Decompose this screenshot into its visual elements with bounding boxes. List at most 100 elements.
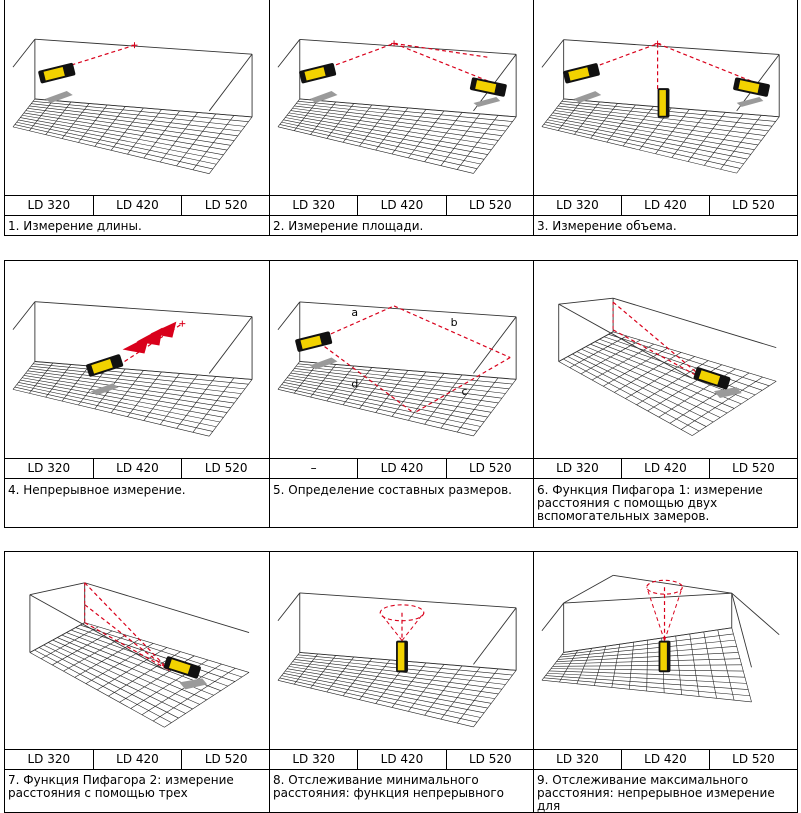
- grid-line: [31, 103, 245, 127]
- wall-edge: [558, 297, 614, 305]
- grid-line: [558, 646, 737, 660]
- grid-line: [277, 126, 474, 174]
- grid-line: [556, 652, 739, 663]
- model-cell: LD 320: [5, 196, 94, 215]
- grid-line: [603, 348, 668, 387]
- caption: 7. Функция Пифагора 2: измерение расстоя…: [8, 773, 234, 800]
- floor-grid: [277, 652, 517, 728]
- grid-line: [283, 673, 485, 714]
- laser-beam: [664, 587, 683, 641]
- model-cell: LD 320: [5, 459, 94, 478]
- grid-line: [547, 119, 748, 160]
- laser-beam: [401, 612, 425, 641]
- laser-beam: [64, 44, 135, 68]
- laser-beam: [324, 305, 395, 338]
- grid-line: [22, 377, 228, 413]
- wall-edge: [299, 652, 517, 671]
- laser-meter-icon: [563, 63, 600, 84]
- wall-edge: [208, 316, 253, 374]
- grid-line: [153, 668, 236, 722]
- model-cell: LD 520: [468, 461, 512, 475]
- grid-line: [52, 630, 113, 666]
- grid-line: [277, 388, 474, 437]
- model-cell: LD 420: [622, 196, 710, 215]
- device-display: [698, 370, 721, 385]
- grid-line: [286, 377, 492, 413]
- device-shadow: [309, 357, 338, 370]
- device-shadow: [713, 387, 742, 399]
- device-shadow: [90, 383, 119, 396]
- grid-line: [552, 664, 742, 667]
- laser-beam: [393, 42, 489, 82]
- wall-edge: [29, 582, 85, 596]
- wall-edge: [12, 301, 36, 330]
- model-row: LD 320 LD 420 LD 520: [270, 749, 534, 770]
- wall-edge: [541, 39, 565, 68]
- laser-meter-icon: [295, 331, 333, 352]
- laser-beam: [84, 604, 170, 671]
- illustration-area: [270, 0, 534, 195]
- laser-meter-icon: [733, 77, 770, 97]
- device-shadow: [44, 91, 73, 103]
- caption: 9. Отслеживание максимального расстояния…: [537, 773, 775, 813]
- device-shadow: [179, 678, 208, 690]
- laser-meter-icon: [86, 354, 124, 377]
- grid-line: [281, 384, 481, 427]
- wall-edge: [473, 316, 517, 374]
- grid-line: [33, 101, 249, 122]
- illustration-length: [5, 0, 270, 195]
- device-display: [300, 335, 322, 349]
- wall-edge: [34, 361, 253, 380]
- grid-line: [25, 372, 235, 404]
- roof-edge: [563, 574, 614, 604]
- panel-pythagoras1: LD 320 LD 420 LD 520 6. Функция Пифагора…: [533, 260, 798, 528]
- grid-line: [25, 110, 235, 141]
- laser-beam: [324, 346, 415, 414]
- model-row: LD 320 LD 420 LD 520: [534, 195, 797, 216]
- device-display: [568, 67, 590, 81]
- model-cell: LD 520: [204, 752, 248, 766]
- grid-line: [550, 668, 744, 672]
- laser-beam: [393, 305, 511, 359]
- grid-line: [33, 363, 249, 385]
- grid-line: [296, 103, 510, 127]
- grid-line: [283, 382, 485, 423]
- roof-edge: [731, 592, 780, 636]
- grid-line: [277, 679, 474, 728]
- model-cell: LD 420: [622, 459, 710, 478]
- wall-edge: [541, 602, 565, 632]
- model-cell: LD 320: [534, 459, 622, 478]
- panel-pythagoras2: LD 320 LD 420 LD 520 7. Функция Пифагора…: [4, 551, 271, 813]
- laser-beam: [413, 356, 511, 414]
- tracking-circle: [646, 579, 683, 595]
- grid-line: [40, 626, 99, 659]
- grid-line: [290, 110, 499, 141]
- illustration-pythagoras2: [5, 552, 270, 749]
- model-cell: LD 320: [270, 750, 359, 769]
- wall-edge: [612, 297, 777, 349]
- grid-line: [141, 663, 222, 716]
- grid-line: [556, 107, 766, 136]
- grid-line: [18, 382, 220, 423]
- grid-line: [550, 114, 755, 150]
- wall-edge: [34, 98, 253, 118]
- model-row: LD 320 LD 420 LD 520: [5, 458, 270, 479]
- floor-grid: [541, 98, 780, 174]
- wall-edge: [277, 592, 301, 622]
- model-row: – LD 420 LD 520: [270, 458, 534, 479]
- wall-edge: [84, 582, 250, 633]
- wall-edge: [473, 607, 517, 665]
- device-display: [304, 67, 326, 81]
- grid-line: [580, 339, 641, 375]
- laser-beam: [393, 42, 489, 58]
- grid-line: [14, 386, 213, 432]
- grid-line: [286, 668, 492, 704]
- wall-edge: [299, 361, 517, 380]
- model-row: LD 320 LD 420 LD 520: [270, 195, 534, 216]
- laser-beam: [657, 43, 752, 82]
- grid-line: [288, 375, 495, 408]
- grid-line: [279, 124, 478, 169]
- wall-edge: [558, 303, 693, 379]
- wall-edge: [563, 627, 732, 653]
